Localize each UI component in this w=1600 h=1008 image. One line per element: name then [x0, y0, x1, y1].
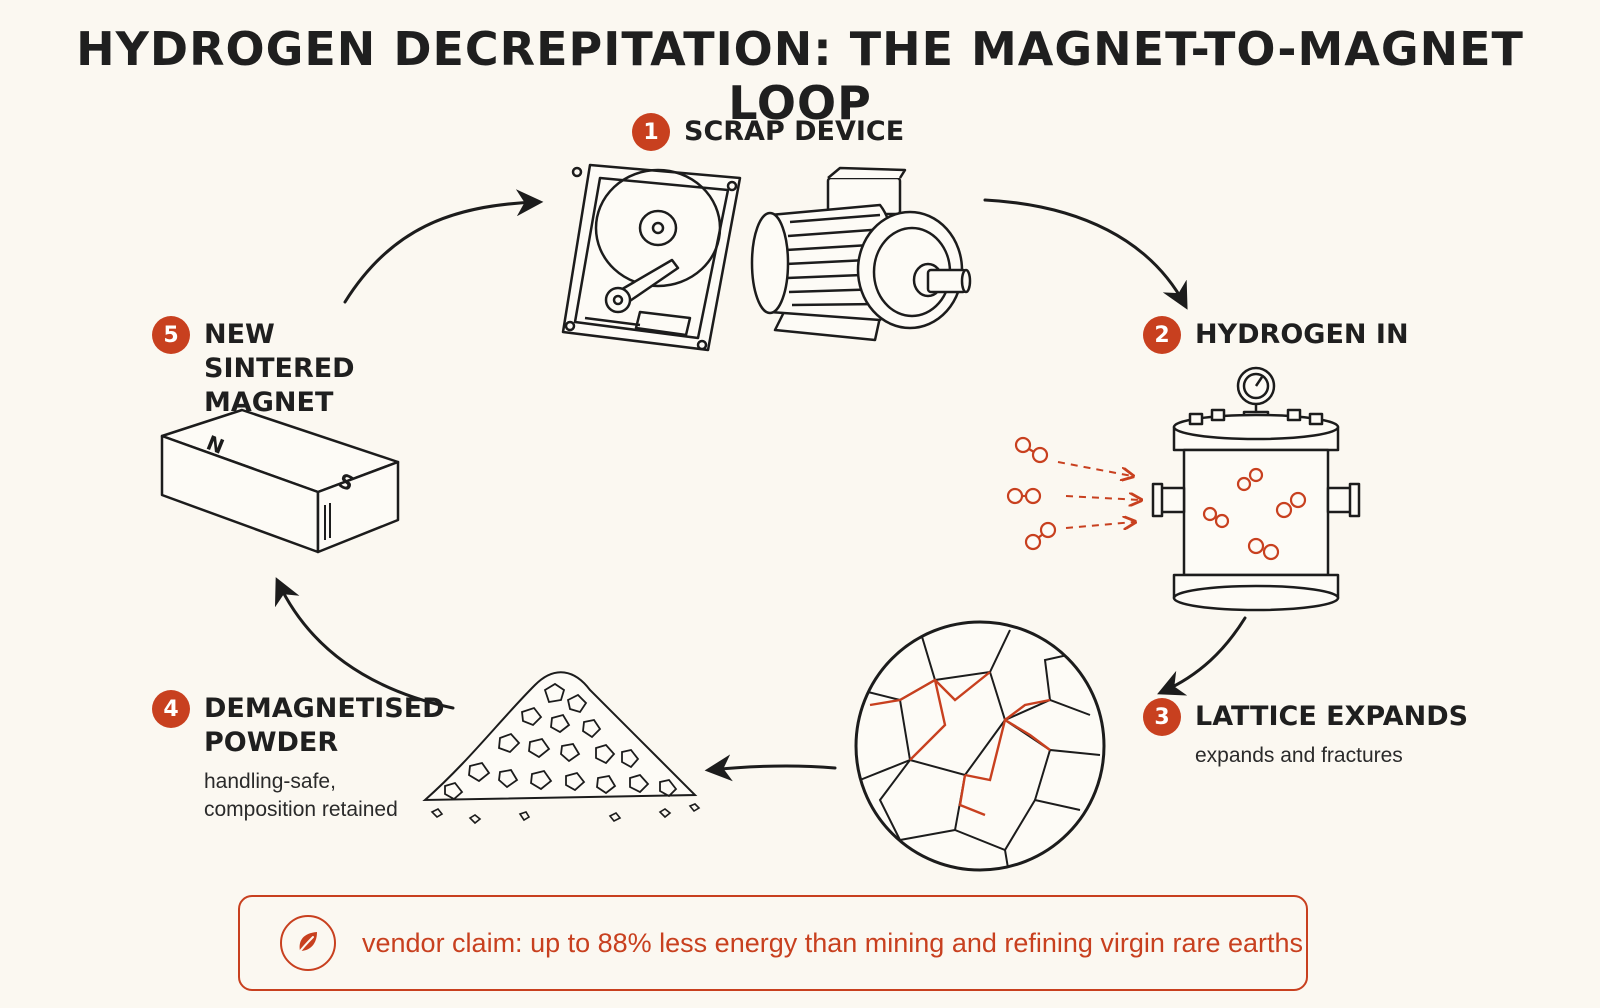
leaf-icon	[280, 915, 336, 971]
step-3-note: expands and fractures	[1195, 744, 1403, 767]
arrow-2-to-3	[1157, 616, 1247, 696]
step-5-badge: 5	[152, 316, 190, 354]
step-4-title: DEMAGNETISED POWDER	[204, 693, 445, 758]
vendor-claim-box: vendor claim: up to 88% less energy than…	[238, 895, 1308, 991]
arrow-1-to-2	[983, 198, 1188, 310]
arrow-5-to-1	[343, 189, 544, 304]
step-3-lattice-expands: 3 LATTICE EXPANDS expands and fractures	[1143, 698, 1469, 770]
step-2-title: HYDROGEN IN	[1195, 319, 1409, 350]
step-1-scrap-device: 1 SCRAP DEVICE	[632, 113, 905, 151]
step-1-badge: 1	[632, 113, 670, 151]
step-4-demagnetised-powder: 4 DEMAGNETISED POWDER handling-safe, com…	[152, 690, 445, 824]
step-4-note: handling-safe, composition retained	[204, 770, 398, 821]
step-2-badge: 2	[1143, 316, 1181, 354]
arrow-3-to-4	[704, 754, 837, 782]
step-5-title: NEW SINTERED MAGNET	[204, 319, 355, 418]
step-1-title: SCRAP DEVICE	[684, 116, 905, 147]
cracked-lattice-icon	[854, 620, 1106, 872]
arrow-4-to-5	[274, 577, 455, 710]
hydrogen-molecules	[1006, 436, 1307, 561]
step-3-title: LATTICE EXPANDS	[1195, 701, 1469, 732]
page-title: HYDROGEN DECREPITATION: THE MAGNET-TO-MA…	[76, 22, 1524, 130]
electric-motor-icon	[750, 166, 972, 342]
step-4-badge: 4	[152, 690, 190, 728]
vendor-claim-text: vendor claim: up to 88% less energy than…	[362, 927, 1304, 958]
hydrogen-vessel-icon	[1151, 366, 1361, 612]
hard-drive-icon	[561, 163, 742, 352]
step-2-hydrogen-in: 2 HYDROGEN IN	[1143, 316, 1409, 354]
powder-pile-icon	[422, 671, 701, 825]
step-5-new-sintered-magnet: 5 NEW SINTERED MAGNET	[152, 316, 412, 420]
step-3-badge: 3	[1143, 698, 1181, 736]
sintered-magnet-icon	[160, 408, 400, 554]
